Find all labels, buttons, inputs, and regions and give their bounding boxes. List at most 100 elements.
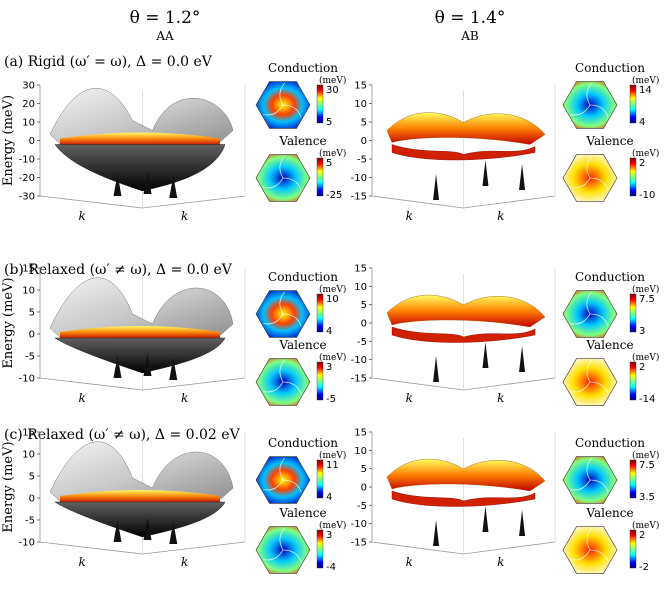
fermi-band [60,326,220,339]
dirac-cone [113,356,122,378]
valence-surface [54,501,226,538]
colorbar-max: 10 [326,294,339,305]
dirac-cone [143,518,152,540]
x-axis-label: k [78,209,85,223]
colormap-valence: Valence(meV)5-25 [255,134,346,202]
contour-line [570,104,591,116]
y-tick-label: -5 [25,352,35,363]
colorbar-min: 3 [639,326,645,337]
fermi-band [60,132,220,146]
valence-surface [391,326,536,343]
axis-floor-right [463,195,556,209]
colorbar-unit: (meV) [319,75,346,86]
colormap-title: Valence [585,338,633,352]
colorbar-max: 3 [326,530,332,541]
y-tick-label: -5 [357,501,367,512]
y-tick-label: 5 [361,464,367,475]
y-tick-label: 0 [361,483,367,494]
fermi-band [60,490,220,503]
contour-line [263,479,284,491]
axis-floor-left [39,377,143,391]
dirac-cone [169,522,178,544]
colormap-title: Conduction [268,270,338,284]
y-tick-label: 15 [354,428,367,439]
colorbar-max: 2 [639,362,645,373]
z-axis-label: k [497,391,504,405]
axis-floor-right [142,541,246,555]
valence-surface [391,490,536,507]
z-axis-label: k [181,209,188,223]
contour-line [263,381,284,393]
colorbar [316,84,324,124]
contour-line [282,177,302,191]
y-tick-label: 5 [29,308,35,319]
dirac-cone [143,172,152,194]
contour-line [279,82,285,106]
colormap-conduction: Conduction(meV)144 [562,61,659,129]
colorbar-max: 14 [639,85,652,96]
colorbar-min: -4 [326,562,336,573]
conduction-surface [49,441,234,507]
colormap-conduction: Conduction(meV)104 [255,270,346,338]
colorbar-max: 7.5 [639,294,655,305]
y-tick-label: -10 [351,355,367,366]
row-label: (b) Relaxed (ω′ ≠ ω), Δ = 0.0 eV [4,262,233,278]
z-axis-label: k [181,391,188,405]
dirac-cone [433,174,440,200]
colormap-conduction: Conduction(meV)7.53.5 [562,436,659,504]
y-axis-label: Energy (meV) [1,95,16,186]
colorbar-unit: (meV) [632,520,659,531]
contour-line [570,313,591,325]
dirac-cone [519,164,526,190]
contour-line [586,291,592,315]
colorbar [629,293,637,333]
axis-floor-left [371,541,464,555]
colormap-conduction: Conduction(meV)305 [255,61,346,129]
contour-line [570,549,591,561]
z-axis-label: k [497,555,504,569]
colorbar [629,361,637,401]
y-tick-label: -10 [351,173,367,184]
colorbar-min: -2 [639,562,649,573]
contour-line [263,549,284,561]
colormap-title: Conduction [268,61,338,75]
colorbar-unit: (meV) [632,352,659,363]
y-tick-label: 10 [354,282,367,293]
colorbar [316,361,324,401]
y-tick-label: 0 [361,319,367,330]
y-tick-label: 10 [22,450,35,461]
colormap-title: Conduction [575,436,645,450]
y-tick-label: 5 [361,118,367,129]
y-tick-label: 0 [361,136,367,147]
y-tick-label: 15 [22,428,35,439]
contour-line [589,549,609,563]
dirac-cone [113,174,122,196]
col-stacking-ab: AB [460,29,479,43]
y-tick-label: -5 [357,155,367,166]
colorbar-max: 11 [326,460,339,471]
contour-line [282,313,302,327]
contour-line [279,291,285,315]
dirac-cone [433,356,440,382]
colormap-valence: Valence(meV)2 -14 [562,338,659,406]
y-tick-label: 10 [22,286,35,297]
x-axis-label: k [406,391,413,405]
colorbar-unit: (meV) [632,148,659,159]
dirac-cone [482,160,489,186]
colorbar-unit: (meV) [319,520,346,531]
dirac-cone [113,520,122,542]
contour-line [279,359,285,383]
colormap-title: Valence [278,134,326,148]
y-tick-label: -15 [351,374,367,385]
contour-line [589,177,609,191]
contour-line [279,457,285,481]
y-tick-label: 15 [22,264,35,275]
colorbar-unit: (meV) [632,284,659,295]
colorbar-min: -14 [639,394,655,405]
